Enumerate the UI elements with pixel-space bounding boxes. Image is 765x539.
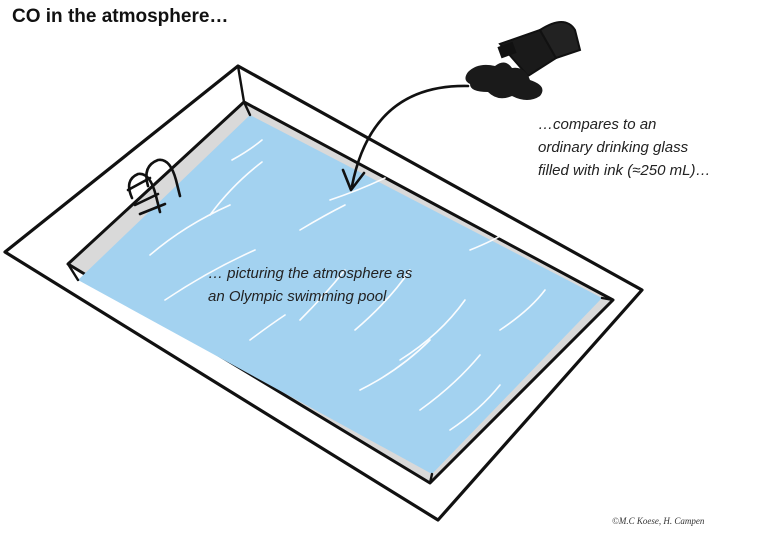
pool-caption-line: … picturing the atmosphere as [208,265,413,282]
ink-caption-line: …compares to an [538,116,657,133]
copyright-credit: ©M.C Koese, H. Campen [612,516,705,526]
ink-caption-line: ordinary drinking glass [538,139,689,156]
pool-ladder-icon [126,158,182,216]
curved-arrow-icon [341,84,470,192]
pool-corner-lines [66,64,615,485]
water-ripples [149,139,546,431]
ink-bottle-icon [497,21,582,78]
pool-water [78,115,602,474]
page-title: CO in the atmosphere… [12,6,229,27]
ink-caption: …compares to an ordinary drinking glass … [538,113,765,182]
ink-caption-line: filled with ink (≈250 mL)… [538,162,711,179]
pool-caption: … picturing the atmosphere as an Olympic… [208,262,508,308]
pool-caption-line: an Olympic swimming pool [208,288,387,305]
ink-puddle [465,62,543,100]
